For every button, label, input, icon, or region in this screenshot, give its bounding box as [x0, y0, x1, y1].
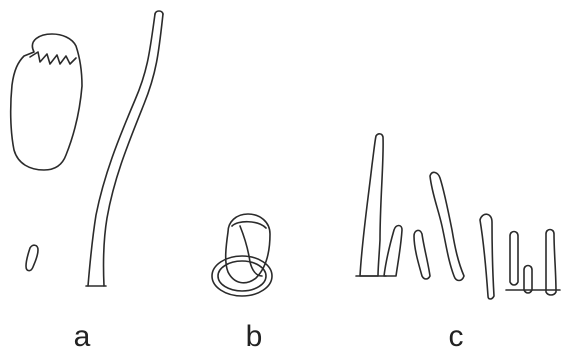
panel-b-cup-inner [240, 226, 262, 276]
panel-a-long-rod-left-edge [88, 14, 155, 286]
panel-label-b: b [246, 322, 263, 352]
panel-c-curved-rod [430, 172, 464, 280]
panel-c-rod-3 [414, 230, 430, 279]
panel-label-a: a [74, 322, 91, 352]
panel-a-long-rod-top-cap [155, 11, 163, 14]
panel-c-rod-5 [480, 214, 494, 299]
panel-label-c: c [449, 322, 464, 352]
panel-a-long-rod-right-edge [103, 14, 163, 286]
panel-c-tall-rod [360, 134, 383, 276]
panel-a-serrated-top [30, 52, 76, 64]
panel-a-small-fragment [26, 245, 38, 270]
panel-a-drawing [11, 11, 163, 286]
panel-b-base-ring-outer [212, 256, 272, 296]
panel-c-rod-6 [510, 232, 518, 286]
panel-b-cup-rim [232, 222, 266, 228]
panel-c-rod-8 [546, 230, 556, 296]
panel-c-drawing [356, 134, 560, 299]
panel-b-drawing [212, 214, 272, 296]
panel-c-rod-7 [524, 266, 532, 294]
panel-c-rod-2 [384, 226, 402, 277]
